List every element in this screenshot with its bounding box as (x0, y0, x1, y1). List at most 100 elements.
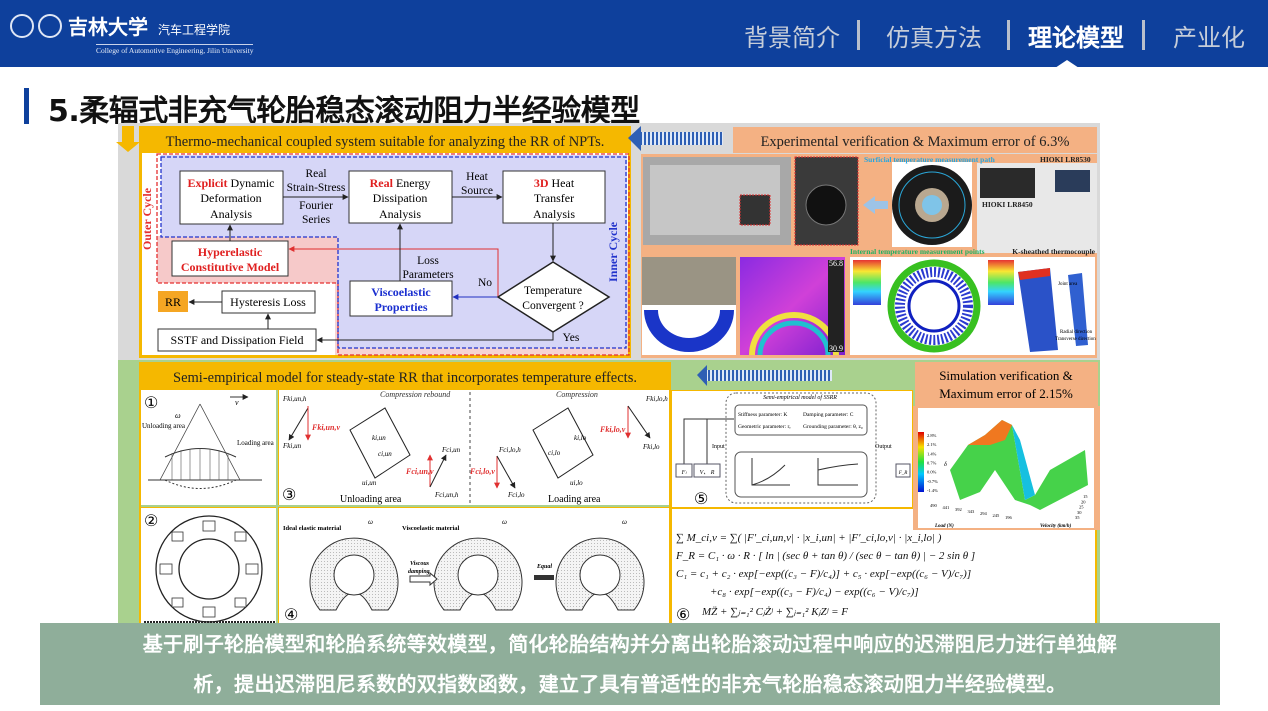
label-no: No (478, 277, 492, 289)
inner-cycle-border (160, 156, 627, 349)
outer-cycle-border (156, 153, 630, 356)
spring-label: ki,un (372, 434, 386, 442)
nav-divider (1142, 20, 1145, 50)
nav-background[interactable]: 背景简介 (744, 24, 840, 52)
label-heat: Heat (466, 171, 489, 183)
left-arrow-icon (863, 196, 888, 214)
radial-label: Radial direction (1060, 330, 1093, 335)
label-fourier: Fourier (299, 200, 333, 212)
spring-label: ki,lo (574, 434, 587, 442)
parameter-label: Grounding parameter: θ, z₀ (803, 424, 863, 430)
label-yes: Yes (563, 332, 580, 344)
parameter-label: Damping parameter: C (803, 412, 854, 418)
box-viscoelastic: Viscoelastic Properties (349, 280, 453, 317)
svg-text:Transfer: Transfer (534, 191, 574, 205)
hioki-lr8450-label: HIOKI LR8450 (982, 200, 1033, 209)
box-rr: RR (158, 291, 188, 312)
load-axis-label: Load (N) (934, 524, 954, 529)
panel-number: ⑥ (676, 607, 690, 624)
force-label: Fci,un,v (405, 467, 434, 476)
semi-header: Semi-empirical model for steady-state RR… (173, 370, 637, 386)
force-label: Fki,lo,v (599, 425, 626, 434)
svg-text:Analysis: Analysis (379, 207, 421, 221)
equal-label: Equal (536, 564, 552, 570)
omega-label: ω (175, 411, 181, 420)
force-label: Fci,lo,h (498, 446, 521, 454)
label-real: Real (305, 168, 326, 180)
svg-text:Viscoelastic: Viscoelastic (371, 285, 431, 299)
thermo-header: Thermo-mechanical coupled system suitabl… (166, 134, 605, 150)
damper-label: ci,lo (548, 449, 561, 457)
box-explicit: Explicit Dynamic Deformation Analysis (179, 170, 284, 225)
omega-label: ω (622, 518, 627, 526)
loading-area-label: Loading area (548, 494, 601, 505)
thermal-max: 56.8 (829, 259, 843, 268)
box-sstf: SSTF and Dissipation Field (157, 328, 317, 352)
label-loss: Loss (417, 255, 439, 267)
output-box: F_R (898, 471, 908, 476)
equal-sign (534, 575, 554, 580)
velocity-tick-label: 30 (1077, 510, 1082, 515)
panel-1-brush-model (141, 390, 277, 505)
svg-text:SSTF and Dissipation Field: SSTF and Dissipation Field (170, 333, 303, 347)
experiment-header: Experimental verification & Maximum erro… (761, 134, 1070, 150)
equation-c1-cont: +c₈ · exp[−exp((c₃ − F)/c₄) − exp((c₆ − … (710, 586, 919, 598)
load-tick-label: 343 (968, 509, 976, 514)
z-tick-label: -1.4% (927, 488, 938, 493)
label-series: Series (302, 214, 331, 226)
svg-text:Properties: Properties (374, 300, 427, 314)
load-tick-label: 490 (930, 503, 938, 508)
unloading-area-label: Unloading area (142, 422, 186, 430)
output-label: Output (875, 444, 892, 450)
ideal-material-label: Ideal elastic material (283, 525, 341, 532)
z-tick-label: 1.4% (927, 451, 937, 456)
z-tick-label: 2.1% (927, 442, 937, 447)
logo-college-name: 汽车工程学院 (158, 23, 231, 37)
equation-motion: MZ̈ + ∑ⱼ₌₁² CⱼŻʲ + ∑ⱼ₌₁² KⱼZʲ = F (702, 606, 849, 618)
down-arrow-icon (116, 126, 140, 152)
z-tick-label: 0.7% (927, 461, 937, 466)
force-label: Fki,un,h (282, 395, 307, 403)
panel-number: ③ (282, 487, 296, 504)
velocity-label: v (235, 398, 239, 407)
equation-rolling-resistance: F_R = C₁ · ω · R · [ ln | (sec θ + tan θ… (676, 550, 976, 562)
unloading-area-label: Unloading area (340, 494, 402, 505)
z-tick-label: 2.8% (927, 433, 937, 438)
svg-text:3D Heat: 3D Heat (534, 176, 575, 190)
transverse-label: Transverse direction (1055, 337, 1096, 342)
svg-text:Analysis: Analysis (210, 207, 252, 221)
equation-c1: C₁ = c₁ + c₂ · exp[−exp((c₃ − F)/c₄)] + … (676, 568, 972, 580)
spoke-segment-plot (1018, 268, 1058, 352)
parameter-label: Stiffness parameter: K (738, 411, 787, 418)
svg-text:Constitutive Model: Constitutive Model (181, 260, 280, 274)
compression-label: Compression (556, 390, 598, 399)
force-label: Fci,lo,v (469, 467, 495, 476)
svg-text:RR: RR (165, 295, 181, 309)
equation-moment: ∑ M_ci,v = ∑( |F′_ci,un,v| · |x_i,un| + … (676, 532, 942, 544)
omega-label: ω (502, 518, 507, 526)
nav-simulation-method[interactable]: 仿真方法 (886, 24, 982, 52)
svg-text:Explicit Dynamic: Explicit Dynamic (187, 176, 274, 190)
label-strain-stress: Strain-Stress (287, 182, 346, 194)
color-legend (853, 260, 881, 305)
z-ticks: 2.8%2.1%1.4%0.7%0.0%-0.7%-1.4% (927, 433, 938, 493)
experiment-header-bg (733, 127, 1097, 153)
hioki-lr8530-label: HIOKI LR8530 (1040, 155, 1091, 164)
svg-text:Hyperelastic: Hyperelastic (198, 245, 263, 259)
nav-divider (857, 20, 860, 50)
nav-industrialization[interactable]: 产业化 (1173, 24, 1245, 52)
displacement-label: ui,lo (570, 479, 583, 487)
velocity-tick-label: 20 (1081, 499, 1086, 504)
z-axis-label: δ (944, 462, 947, 468)
panel-number: ① (144, 395, 158, 412)
force-label: Fki,lo,h (645, 395, 668, 403)
force-label: Fci,un (441, 446, 461, 454)
surficial-label: Surficial temperature measurement path (864, 155, 996, 164)
left-arrow-icon (628, 126, 641, 151)
thermocouple-label: K-sheathed thermocouple (1012, 247, 1095, 256)
damping-label: damping (408, 569, 430, 575)
svg-text:Deformation: Deformation (200, 191, 261, 205)
logo-university-name: 吉林大学 (68, 15, 148, 39)
nav-theory-model[interactable]: 理论模型 (1028, 24, 1124, 52)
